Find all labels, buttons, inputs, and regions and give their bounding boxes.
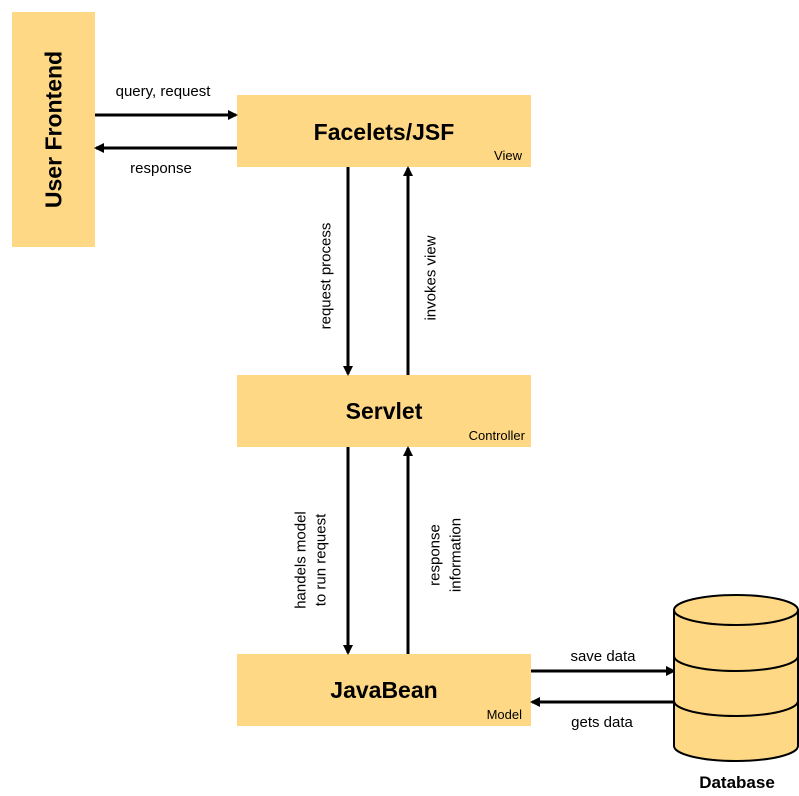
response-information-label-line1: response	[427, 524, 444, 586]
database-label: Database	[699, 773, 775, 792]
controller-title: Servlet	[346, 398, 423, 424]
user-frontend-label: User Frontend	[41, 51, 67, 208]
handels-model-label-group: handels model to run request	[293, 511, 330, 609]
model-rect	[237, 654, 531, 726]
handels-model-label-line2: to run request	[313, 513, 330, 606]
controller-role-label: Controller	[469, 428, 526, 443]
invokes-view-label: invokes view	[423, 235, 440, 320]
controller-rect	[237, 375, 531, 447]
view-box: Facelets/JSF View	[237, 95, 531, 167]
view-role-label: View	[494, 148, 523, 163]
save-data-label: save data	[570, 648, 636, 665]
request-process-label: request process	[318, 223, 335, 330]
model-role-label: Model	[487, 707, 523, 722]
database-cylinder	[673, 594, 799, 762]
gets-data-label: gets data	[571, 714, 633, 731]
handels-model-label-line1: handels model	[293, 511, 310, 609]
database-body	[673, 609, 799, 762]
model-title: JavaBean	[330, 677, 437, 703]
response-label: response	[130, 160, 192, 177]
response-information-label-line2: information	[448, 518, 465, 592]
view-rect	[237, 95, 531, 167]
database-ring-2	[673, 700, 799, 717]
view-title: Facelets/JSF	[314, 119, 455, 145]
response-information-label-group: response information	[427, 518, 465, 592]
database-top	[673, 594, 799, 626]
query-request-label: query, request	[116, 83, 212, 100]
model-box: JavaBean Model	[237, 654, 531, 726]
user-frontend-box: User Frontend	[12, 12, 95, 247]
database-ring-1	[673, 655, 799, 672]
controller-box: Servlet Controller	[237, 375, 531, 447]
user-frontend-rect	[12, 12, 95, 247]
